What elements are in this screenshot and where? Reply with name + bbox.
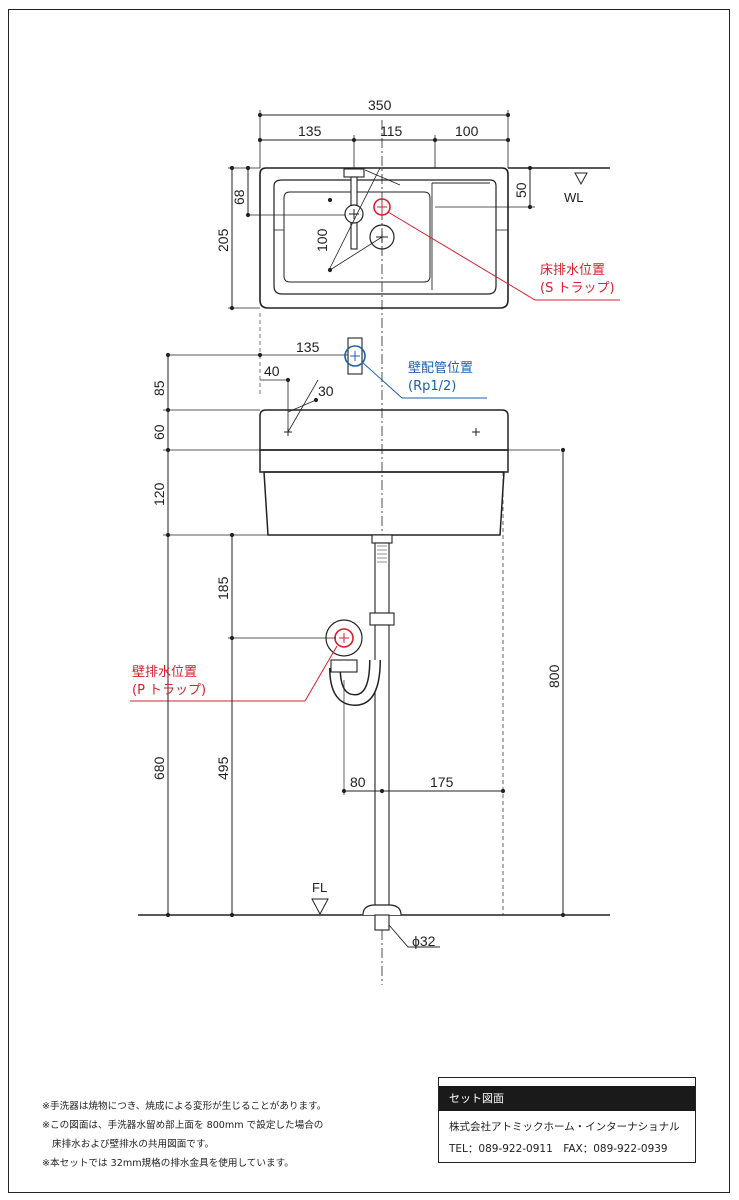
dim-50: 50 — [513, 182, 529, 198]
company-name: 株式会社アトミックホーム・インターナショナル — [449, 1121, 680, 1133]
note-4: ※本セットでは 32mm規格の排水金具を使用しています。 — [42, 1158, 294, 1169]
dim-135: 135 — [298, 123, 322, 139]
floor-drain-sub: (S トラップ) — [540, 281, 615, 296]
floor-drain-marker — [373, 198, 391, 216]
dim-175: 175 — [430, 774, 454, 790]
dim-60: 60 — [151, 424, 167, 440]
title-block-header: セット図面 — [439, 1086, 695, 1111]
dim-85: 85 — [151, 380, 167, 396]
dim-100: 100 — [455, 123, 479, 139]
wall-drain-title: 壁排水位置 — [132, 665, 197, 680]
dim-100-vertical: 100 — [314, 228, 330, 252]
wall-pipe-sub: (Rp1/2) — [408, 379, 456, 394]
dim-115: 115 — [380, 123, 403, 139]
basin-front-lower — [263, 471, 505, 536]
dim-68: 68 — [231, 189, 247, 205]
dim-185: 185 — [215, 576, 231, 600]
wall-pipe-title: 壁配管位置 — [408, 361, 473, 376]
dim-135-wall: 135 — [296, 339, 320, 355]
pipe-diameter: ϕ32 — [412, 933, 436, 949]
floor-line-label: FL — [312, 880, 327, 895]
drawing-notes: ※手洗器は焼物につき、焼成による変形が生じることがあります。 ※この図面は、手洗… — [42, 1097, 326, 1173]
drawing-frame — [8, 9, 730, 1193]
note-1: ※手洗器は焼物につき、焼成による変形が生じることがあります。 — [42, 1101, 327, 1112]
dim-205: 205 — [215, 228, 231, 252]
dim-30: 30 — [318, 383, 334, 399]
wall-drain-sub: (P トラップ) — [132, 683, 206, 698]
dim-680: 680 — [151, 756, 167, 780]
basin-front-upper — [259, 409, 509, 451]
dim-350: 350 — [368, 97, 392, 113]
dim-495: 495 — [215, 756, 231, 780]
wall-pipe-marker — [344, 345, 366, 367]
wall-line-label: WL — [564, 190, 584, 205]
dim-40: 40 — [264, 363, 280, 379]
note-3: 床排水および壁排水の共用図面です。 — [52, 1139, 215, 1150]
title-block: セット図面 株式会社アトミックホーム・インターナショナル TEL：089-922… — [438, 1077, 696, 1163]
dim-120: 120 — [151, 482, 167, 506]
dim-800: 800 — [546, 664, 562, 688]
floor-drain-title: 床排水位置 — [540, 263, 605, 278]
dim-80: 80 — [350, 774, 366, 790]
basin-plan-outline — [259, 167, 509, 309]
contact-info: TEL：089-922-0911 FAX：089-922-0939 — [449, 1143, 668, 1155]
note-2: ※この図面は、手洗器水留め部上面を 800mm で設定した場合の — [42, 1120, 324, 1131]
